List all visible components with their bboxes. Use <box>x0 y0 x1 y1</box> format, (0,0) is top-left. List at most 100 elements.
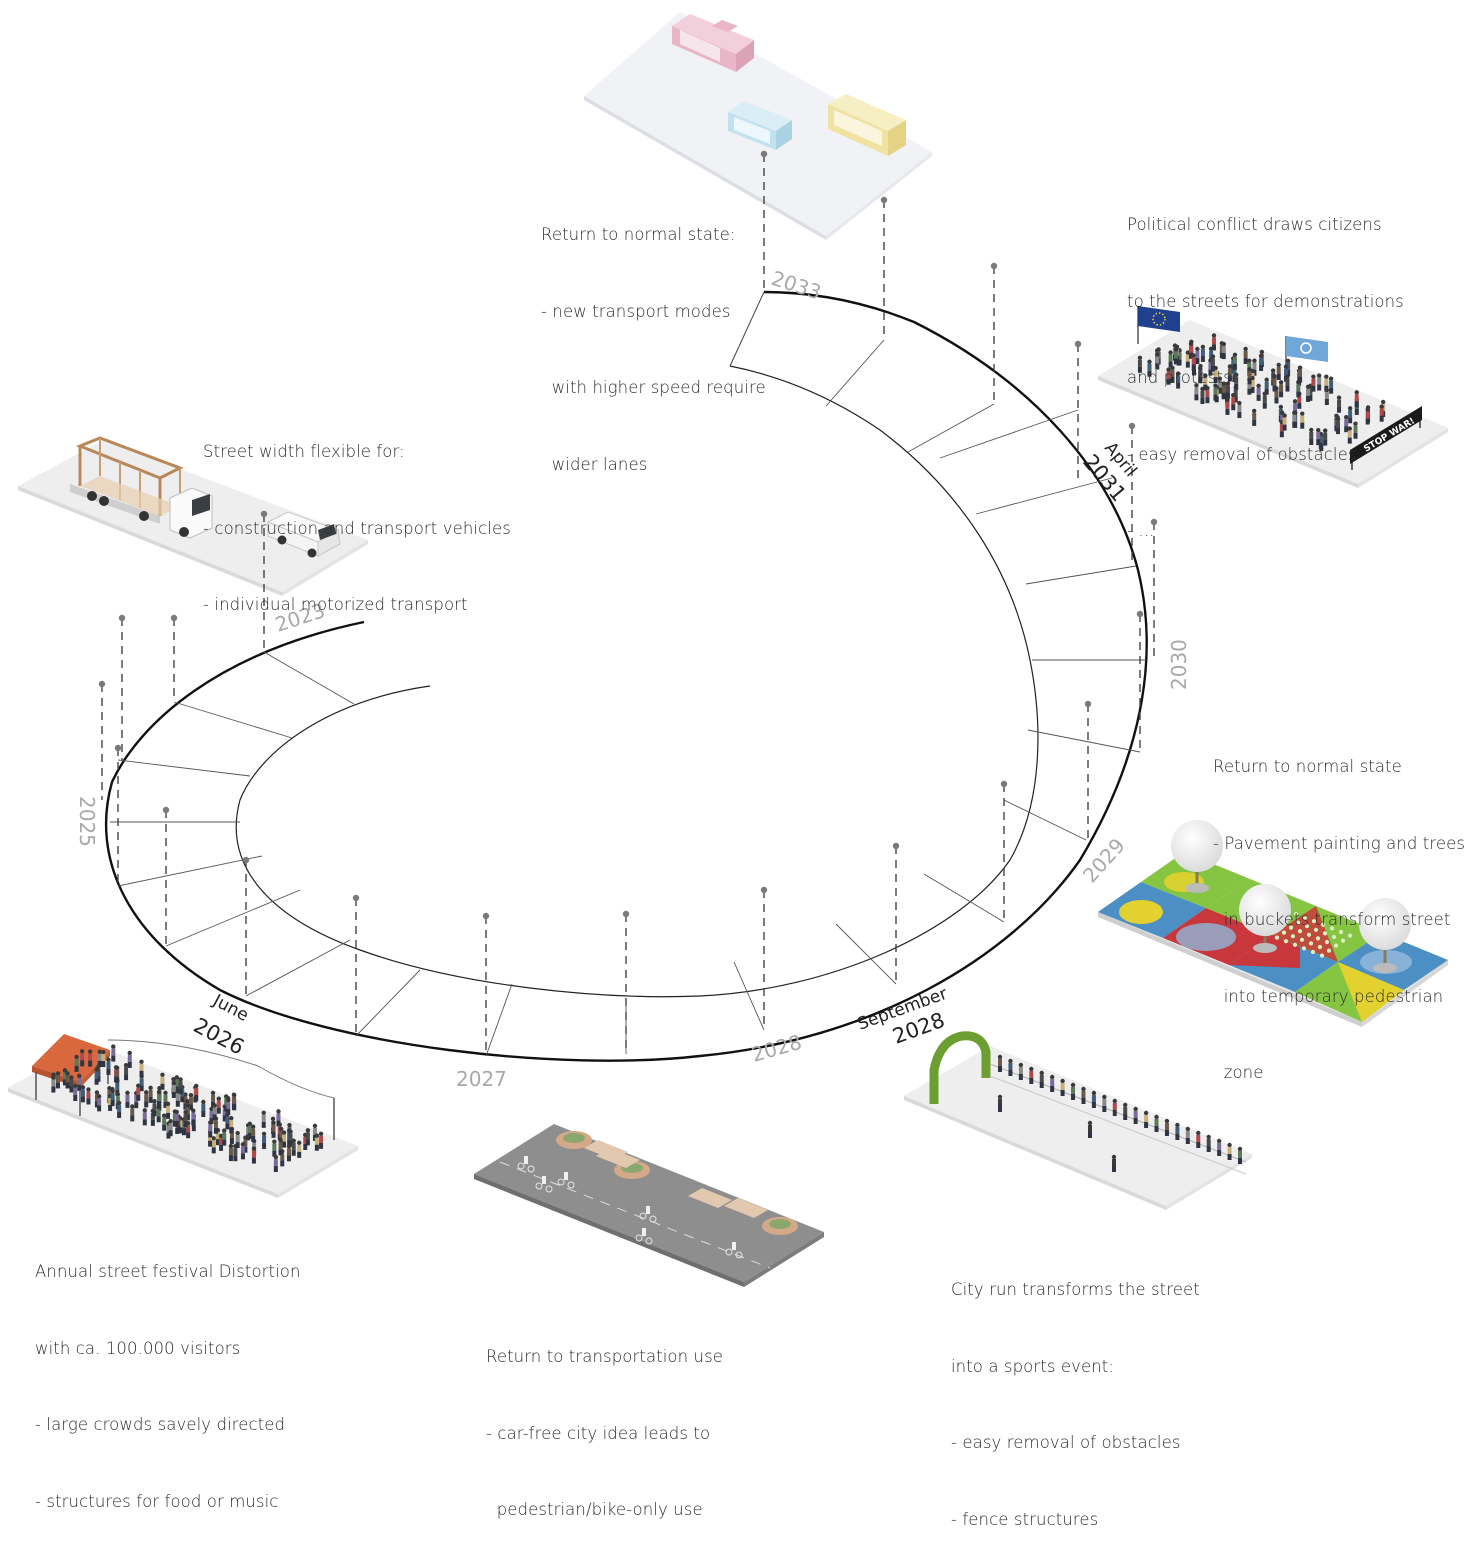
person-figure <box>1191 353 1196 371</box>
person-head <box>1343 414 1349 420</box>
paint-dot <box>1302 915 1308 920</box>
person-legs <box>1286 369 1291 376</box>
person-legs <box>178 1088 183 1095</box>
ring-end-cap <box>729 291 765 367</box>
person-legs <box>1221 392 1226 399</box>
person-legs <box>97 1105 102 1112</box>
person-figure <box>69 1075 74 1093</box>
paint-dot <box>1283 939 1289 944</box>
person-body <box>1176 375 1181 383</box>
person-legs <box>219 1144 224 1151</box>
person-legs <box>278 1149 283 1156</box>
person-figure <box>281 1130 287 1148</box>
person-figure <box>97 1049 102 1067</box>
note-line: Political conflict draws citizens <box>1127 215 1382 234</box>
person-body <box>1317 377 1322 385</box>
person-head <box>318 1131 324 1137</box>
person-legs <box>305 1139 310 1146</box>
person-head <box>194 1083 199 1089</box>
person-head <box>1164 1118 1170 1124</box>
person-body <box>94 1071 99 1079</box>
person-body <box>1279 424 1284 432</box>
pin-head <box>892 842 900 850</box>
person-body <box>1164 1123 1169 1130</box>
paint-dot <box>1322 931 1328 936</box>
person-legs <box>229 1127 234 1134</box>
person-figure <box>55 1071 61 1089</box>
person-legs <box>1274 397 1279 404</box>
cyclist <box>557 1172 575 1189</box>
person-figure <box>111 1044 116 1062</box>
note-line: Return to transportation use <box>486 1347 724 1366</box>
person-body <box>280 1153 285 1161</box>
person-body <box>1237 405 1242 413</box>
person-head <box>231 1092 237 1097</box>
person-legs <box>1213 394 1218 401</box>
person-legs <box>1237 412 1242 419</box>
person-legs <box>125 1101 130 1108</box>
person-legs <box>288 1140 293 1147</box>
person-head <box>1217 376 1223 381</box>
note-2026-festival: Annual street festival Distortion with c… <box>35 1208 301 1540</box>
paint-dot <box>1326 948 1332 953</box>
event-pins <box>98 150 1158 1056</box>
person-figure <box>314 1133 320 1151</box>
person-head <box>152 1099 157 1104</box>
person-body <box>174 1079 179 1087</box>
paint-dot <box>1347 933 1353 938</box>
person-figure <box>1354 390 1359 408</box>
person-head <box>1039 1070 1044 1076</box>
person-head <box>79 1049 85 1054</box>
person-head <box>111 1044 116 1049</box>
person-legs <box>1247 378 1252 385</box>
person-body <box>231 1096 236 1104</box>
person-body <box>1280 414 1285 422</box>
person-head <box>136 1083 141 1088</box>
person-head <box>209 1106 214 1112</box>
person-head <box>1029 1066 1034 1072</box>
ring-spoke <box>263 651 355 705</box>
person-legs <box>80 1096 85 1103</box>
person-legs <box>139 1070 144 1077</box>
spectator <box>1133 1106 1138 1124</box>
person-body <box>1344 419 1349 427</box>
person-legs <box>1247 388 1252 395</box>
person-legs <box>224 1105 229 1112</box>
van <box>266 511 341 558</box>
person-body <box>56 1075 61 1083</box>
person-legs <box>1039 1082 1044 1088</box>
person-legs <box>88 1060 93 1067</box>
person-body <box>1205 390 1210 398</box>
person-figure <box>1336 395 1342 413</box>
pin-head <box>162 806 170 814</box>
person-legs <box>272 1150 277 1157</box>
person-figure <box>194 1083 199 1101</box>
person-figure <box>185 1103 191 1121</box>
platform <box>1098 320 1448 484</box>
scene-construction-vehicles <box>18 436 368 596</box>
person-head <box>1282 413 1287 418</box>
person-figure <box>1243 346 1248 364</box>
pin-head <box>880 196 888 204</box>
person-figure <box>191 1108 196 1126</box>
person-body <box>1311 378 1316 386</box>
person-body <box>1071 1087 1076 1094</box>
person-figure <box>110 1088 115 1107</box>
person-body <box>211 1094 216 1102</box>
rider <box>524 1156 528 1164</box>
person-legs <box>1081 1098 1086 1104</box>
person-head <box>62 1068 68 1073</box>
person-head <box>163 1090 168 1096</box>
tree <box>1359 898 1411 973</box>
person-body <box>1354 394 1359 402</box>
person-body <box>1050 1079 1055 1086</box>
person-head <box>1155 352 1160 357</box>
pin-head <box>114 744 122 752</box>
person-head <box>86 1087 91 1092</box>
person-head <box>229 1116 234 1121</box>
person-head <box>226 1097 231 1103</box>
person-head <box>148 1085 153 1091</box>
person-head <box>1328 376 1334 381</box>
person-figure <box>161 1113 167 1131</box>
wheel <box>639 1212 647 1220</box>
